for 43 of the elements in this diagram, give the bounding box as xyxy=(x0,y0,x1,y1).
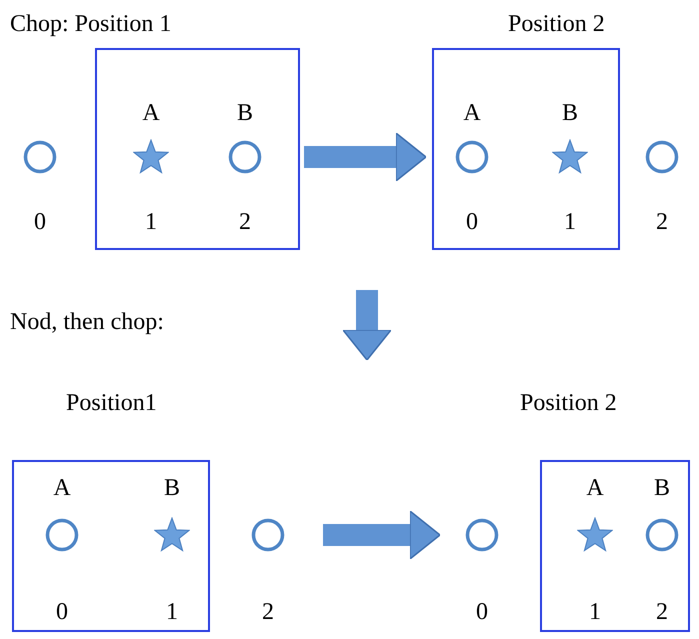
position-number: 1 xyxy=(145,208,157,236)
point-letter: A xyxy=(53,474,71,502)
point-letter: A xyxy=(463,99,481,127)
position-number: 0 xyxy=(466,208,478,236)
point-letter: A xyxy=(142,99,160,127)
circle-icon xyxy=(455,140,489,174)
star-icon xyxy=(154,517,190,553)
position-number: 1 xyxy=(564,208,576,236)
position-number: 0 xyxy=(476,598,488,626)
position-frame xyxy=(95,48,300,250)
position-number: 2 xyxy=(262,598,274,626)
position-heading: Position 2 xyxy=(508,10,605,38)
position-number: 2 xyxy=(656,598,668,626)
circle-icon xyxy=(251,518,285,552)
point-letter: B xyxy=(164,474,180,502)
point-letter: B xyxy=(654,474,670,502)
position-number: 2 xyxy=(656,208,668,236)
block-arrow xyxy=(304,132,427,182)
circle-icon xyxy=(228,140,262,174)
step-heading: Nod, then chop: xyxy=(10,308,164,336)
position-number: 0 xyxy=(56,598,68,626)
block-arrow xyxy=(323,510,441,560)
position-number: 2 xyxy=(239,208,251,236)
circle-icon xyxy=(45,518,79,552)
position-frame xyxy=(12,460,210,632)
position-heading: Chop: Position 1 xyxy=(10,10,172,38)
position-number: 1 xyxy=(589,598,601,626)
position-number: 1 xyxy=(166,598,178,626)
position-frame xyxy=(432,48,620,250)
star-icon xyxy=(577,517,613,553)
position-frame xyxy=(540,460,690,632)
position-heading: Position1 xyxy=(66,389,157,417)
point-letter: B xyxy=(237,99,253,127)
circle-icon xyxy=(23,140,57,174)
circle-icon xyxy=(465,518,499,552)
position-heading: Position 2 xyxy=(520,389,617,417)
circle-icon xyxy=(645,140,679,174)
star-icon xyxy=(133,139,169,175)
star-icon xyxy=(552,139,588,175)
point-letter: B xyxy=(562,99,578,127)
point-letter: A xyxy=(586,474,604,502)
position-number: 0 xyxy=(34,208,46,236)
circle-icon xyxy=(645,518,679,552)
